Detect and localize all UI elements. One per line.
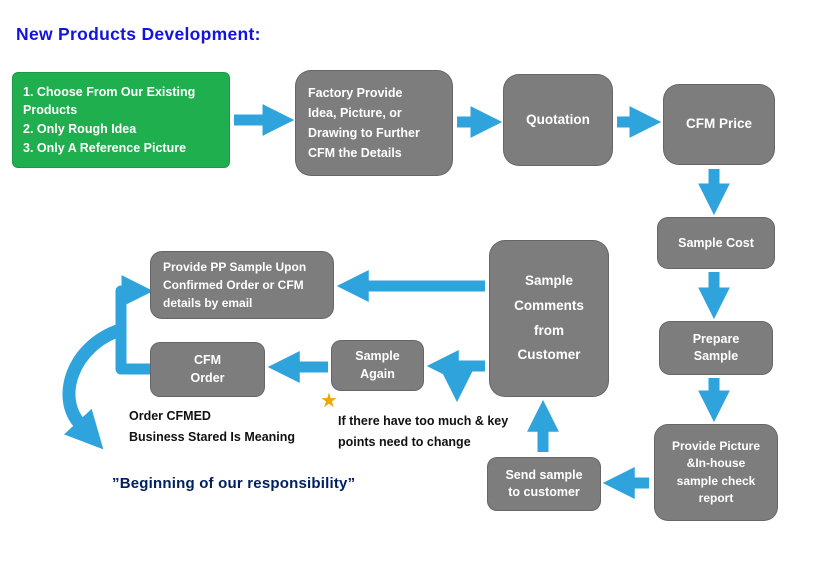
node-prepare-sample: Prepare Sample: [659, 321, 773, 375]
node-sample-comments-label: Sample Comments from Customer: [514, 272, 584, 363]
star-icon: ★: [320, 390, 338, 412]
node-cfm-price-label: CFM Price: [685, 116, 753, 132]
node-factory-label: Factory Provide Idea, Picture, or Drawin…: [308, 86, 420, 160]
note-order-meaning: Order CFMED Business Stared Is Meaning: [129, 409, 296, 444]
node-prepare-sample-label: Prepare Sample: [692, 332, 740, 363]
curve-arrow-to-order-note: [62, 323, 127, 450]
node-send-sample: Send sample to customer: [487, 457, 601, 511]
node-provide-pp-sample: Provide PP Sample Upon Confirmed Order o…: [150, 251, 334, 319]
note-change-points: If there have too much & key points need…: [338, 414, 509, 449]
node-factory: Factory Provide Idea, Picture, or Drawin…: [295, 70, 453, 176]
node-provide-picture-report-label: Provide Picture &In-house sample check r…: [671, 438, 761, 505]
node-provide-pp-sample-label: Provide PP Sample Upon Confirmed Order o…: [163, 260, 307, 310]
node-sample-cost-label: Sample Cost: [678, 235, 754, 250]
arrow-cfm-order-to-provide-pp: [115, 275, 154, 375]
node-send-sample-label: Send sample to customer: [505, 467, 583, 500]
node-provide-picture-report: Provide Picture &In-house sample check r…: [654, 424, 778, 521]
node-options: 1. Choose From Our Existing Products 2. …: [12, 72, 230, 168]
node-cfm-price: CFM Price: [663, 84, 775, 165]
node-cfm-order-label: CFM Order: [190, 353, 225, 385]
node-sample-again: Sample Again: [331, 340, 424, 391]
quote-text: ”Beginning of our responsibility”: [112, 475, 356, 492]
node-options-label: 1. Choose From Our Existing Products 2. …: [23, 84, 196, 155]
node-cfm-order: CFM Order: [150, 342, 265, 397]
node-quotation-label: Quotation: [526, 111, 590, 127]
page-title: New Products Development:: [16, 24, 261, 44]
node-sample-again-label: Sample Again: [355, 349, 400, 381]
node-quotation: Quotation: [503, 74, 613, 166]
node-sample-cost: Sample Cost: [657, 217, 775, 269]
node-sample-comments: Sample Comments from Customer: [489, 240, 609, 397]
